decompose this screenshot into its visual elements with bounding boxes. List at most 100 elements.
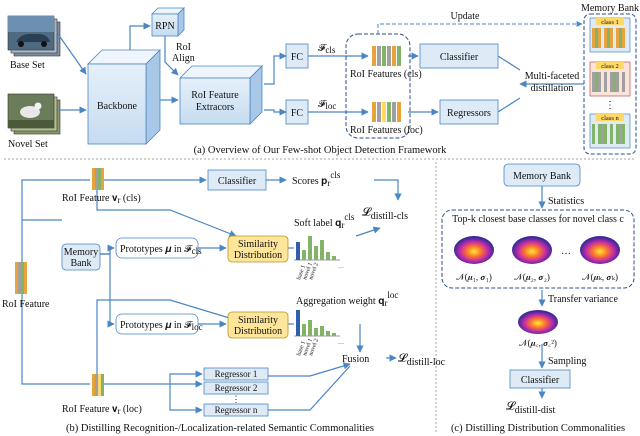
- svg-text:base 1: base 1: [296, 340, 307, 356]
- loss-cls: 𝓛distill-cls: [362, 205, 408, 222]
- aggregation-bars: [294, 310, 340, 337]
- roi-align-label-1: RoI: [176, 42, 191, 53]
- prototypes-loc-label: Prototypes 𝝁 in 𝓕loc: [120, 320, 203, 332]
- roi-align-label-2: Align: [172, 53, 195, 64]
- gaussian-k: [580, 236, 620, 264]
- novel-set-image: [7, 93, 61, 135]
- regressor-2-box: [203, 381, 269, 395]
- memory-bank-label-c: Memory Bank: [513, 171, 571, 182]
- regressor-vdots: ⋮: [232, 394, 241, 404]
- roi-feature-cls: [92, 168, 104, 190]
- gaussian-1: [454, 236, 494, 264]
- svg-text:…: …: [338, 264, 344, 270]
- fc-top-box: [285, 43, 309, 69]
- roi-features-cls-label: RoI Features (cls): [350, 69, 422, 80]
- base-set-image: [7, 15, 61, 57]
- memory-vdots: ⋮: [605, 100, 615, 111]
- regressor-1-label: Regressor 1: [215, 369, 258, 379]
- classifier-box-c: [509, 369, 571, 389]
- gaussian-k-label: 𝒩(𝝁ₖ, 𝝈ₖ): [582, 272, 618, 282]
- backbone-cube: [87, 49, 161, 145]
- topk-container: [441, 209, 635, 289]
- regressor-2-label: Regressor 2: [215, 383, 258, 393]
- svg-text:…: …: [338, 340, 344, 346]
- soft-label: Soft label 𝐪rcls: [294, 212, 355, 230]
- roi-feature-label: RoI Feature: [2, 299, 50, 310]
- multifaceted-label-1: Multi-faceted: [525, 71, 579, 82]
- regressor-1-box: [203, 367, 269, 381]
- f-cls-symbol: 𝓕cls: [318, 43, 336, 55]
- svg-text:novel 2: novel 2: [308, 262, 320, 281]
- part-a-arrows: [57, 22, 584, 116]
- memory-class-n: [589, 113, 631, 149]
- svg-text:novel 1: novel 1: [302, 262, 314, 281]
- scores-label: Scores 𝐩rcls: [292, 170, 341, 188]
- loss-dist: 𝓛distill-dist: [506, 399, 556, 416]
- roi-features-loc-stack: [372, 102, 401, 122]
- gaussian-c-label: 𝒩(𝝁꜀, 𝝈꜀²): [519, 338, 557, 348]
- caption-b: (b) Distilling Recognition-/Localization…: [66, 423, 374, 434]
- part-a-overview: Base Set Novel Set Backbone RPN RoI Alig…: [7, 3, 639, 156]
- svg-text:novel 2: novel 2: [308, 338, 320, 357]
- roi-feature-cls-label: RoI Feature 𝐯r (cls): [62, 193, 141, 205]
- memory-bank-container-a: [583, 13, 637, 155]
- rpn-cube: [151, 7, 185, 37]
- roi-features-loc-label: RoI Features (loc): [350, 125, 423, 136]
- caption-a: (a) Overview of Our Few-shot Object Dete…: [194, 145, 448, 156]
- rpn-label: RPN: [155, 21, 174, 32]
- classifier-label-b: Classifier: [218, 176, 257, 187]
- prototypes-cls-label: Prototypes 𝝁 in 𝓕cls: [120, 244, 202, 256]
- regressor-n-box: [203, 403, 269, 417]
- fusion-label: Fusion: [342, 354, 369, 365]
- memory-class-1: [589, 17, 631, 53]
- gaussian-c: [518, 310, 558, 334]
- memory-bank-label-2: Bank: [70, 258, 91, 269]
- fc-bottom-box: [285, 99, 309, 125]
- memory-class-2-label: class 2: [601, 63, 619, 70]
- roi-extractor-label-1: RoI Feature: [191, 90, 239, 101]
- similarity-cls-label-1: Similarity: [238, 239, 278, 250]
- roi-extractor-cube: [179, 65, 263, 125]
- roi-feature-input: [15, 262, 27, 294]
- part-c-distribution: Memory Bank Statistics Top-k closest bas…: [441, 163, 635, 434]
- classifier-label-c: Classifier: [521, 375, 560, 386]
- memory-bank-box-b: [61, 243, 101, 271]
- prototypes-loc-box: [115, 313, 199, 335]
- roi-feature-loc-label: RoI Feature 𝐯r (loc): [62, 404, 142, 416]
- base-set-label: Base Set: [10, 60, 45, 71]
- roi-extractor-label-2: Extracors: [196, 102, 234, 113]
- topk-label: Top-k closest base classes for novel cla…: [452, 214, 624, 225]
- gaussian-dots: …: [561, 246, 571, 257]
- soft-label-bars: [294, 236, 340, 261]
- f-loc-symbol: 𝓕loc: [318, 99, 336, 111]
- classifier-box-b: [207, 169, 267, 191]
- prototypes-cls-box: [115, 237, 199, 259]
- similarity-loc-label-1: Similarity: [238, 315, 278, 326]
- regressor-n-label: Regressor n: [215, 405, 258, 415]
- memory-bank-label-1: Memory: [64, 247, 98, 258]
- similarity-loc-box: [227, 311, 289, 339]
- similarity-loc-label-2: Distribution: [234, 326, 282, 337]
- roi-feature-loc: [92, 374, 104, 396]
- sampling-label: Sampling: [548, 356, 586, 367]
- regressors-label: Regressors: [447, 108, 491, 119]
- caption-c: (c) Distilling Distribution Commonalitie…: [451, 423, 625, 434]
- part-b-arrows: [21, 176, 402, 414]
- gaussian-2-label: 𝒩(𝝁₂, 𝝈₂): [514, 272, 550, 282]
- roi-features-cls-stack: [372, 46, 401, 66]
- similarity-cls-box: [227, 235, 289, 263]
- classifier-label-a: Classifier: [440, 52, 479, 63]
- update-label: Update: [451, 11, 480, 22]
- part-b-semantic: RoI Feature RoI Feature 𝐯r (cls) Classif…: [2, 168, 446, 434]
- aggregation-weight: Aggregation weight 𝐪rloc: [296, 290, 398, 308]
- regressors-box: [439, 99, 499, 125]
- backbone-label: Backbone: [97, 101, 138, 112]
- svg-text:novel 1: novel 1: [302, 338, 314, 357]
- memory-class-2: [589, 61, 631, 97]
- loss-loc: 𝓛distill-loc: [398, 351, 446, 368]
- classifier-box-a: [419, 43, 499, 69]
- fc-bottom-label: FC: [291, 108, 304, 119]
- multifaceted-label-2: distillation: [531, 83, 574, 94]
- fc-top-label: FC: [291, 52, 304, 63]
